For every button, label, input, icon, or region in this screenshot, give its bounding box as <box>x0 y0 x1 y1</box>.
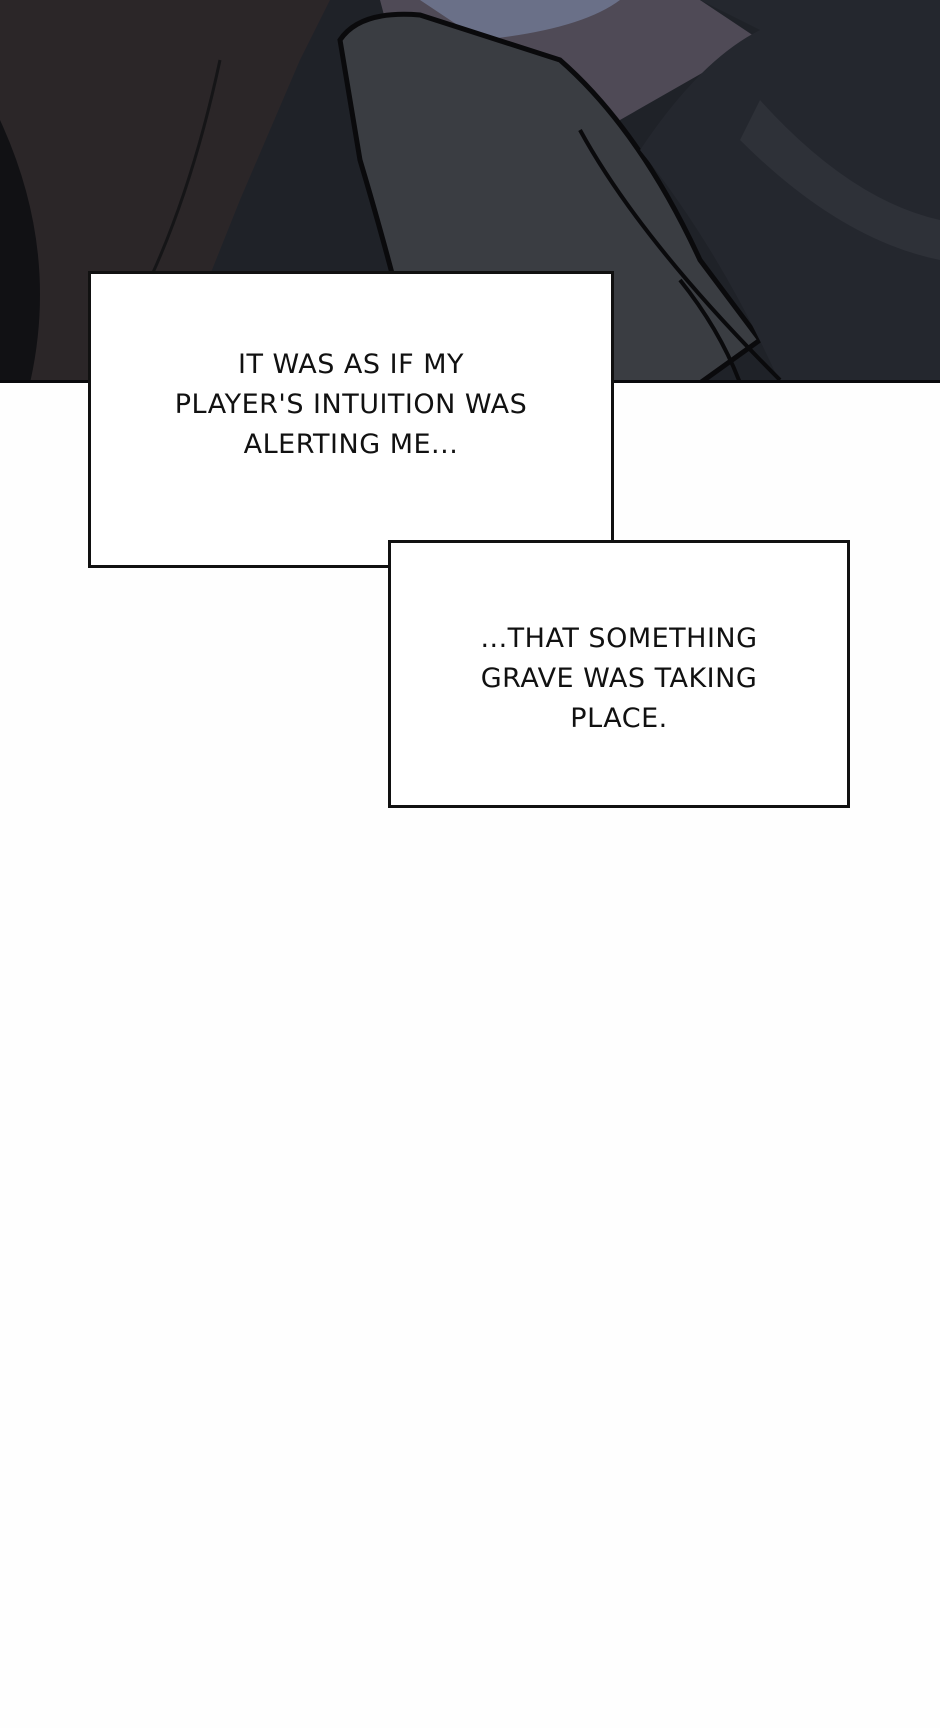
narration-caption-box-2: ...that something grave was taking place… <box>388 540 850 808</box>
narration-text-2: ...that something grave was taking place… <box>480 623 758 734</box>
narration-text-1: It was as if my player's intuition was a… <box>174 348 528 460</box>
narration-caption-box-1: It was as if my player's intuition was a… <box>88 271 614 568</box>
caption-join-cover <box>391 543 611 565</box>
